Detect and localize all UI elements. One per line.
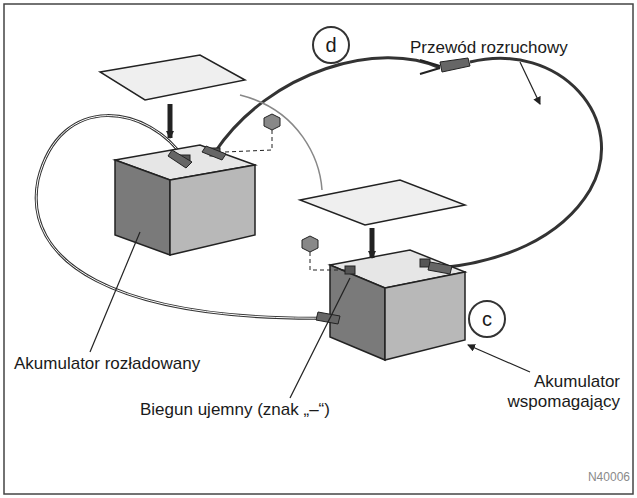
down-arrow bbox=[168, 104, 173, 138]
figure-code: N40006 bbox=[570, 470, 630, 484]
battery-front bbox=[385, 272, 465, 360]
clamp-jaw bbox=[420, 60, 440, 74]
leader-line bbox=[290, 278, 350, 398]
callout-letter: c bbox=[482, 308, 492, 331]
cable-clamp bbox=[202, 146, 226, 160]
terminal-cover bbox=[300, 180, 465, 225]
part-label: Akumulator rozładowany bbox=[14, 354, 294, 374]
battery-side bbox=[330, 265, 385, 360]
battery-side bbox=[115, 160, 170, 255]
cable-clamp bbox=[168, 150, 192, 168]
leader-line bbox=[90, 232, 140, 352]
battery-front bbox=[170, 165, 255, 255]
dashed-leader bbox=[225, 130, 272, 152]
part-label: Biegun ujemny (znak „–“) bbox=[140, 400, 440, 420]
cable-highlight bbox=[36, 116, 335, 319]
callout-letter: d bbox=[325, 34, 336, 57]
terminal-cover bbox=[100, 55, 245, 100]
cable-clamp bbox=[428, 262, 452, 274]
part-label: Przewód rozruchowy bbox=[410, 38, 620, 58]
leader-line bbox=[520, 62, 540, 104]
battery-terminal bbox=[420, 259, 430, 267]
jumper-cable bbox=[440, 58, 602, 268]
frame bbox=[4, 4, 633, 494]
down-arrow bbox=[370, 228, 375, 258]
jumper-cable bbox=[215, 58, 440, 152]
part-label: Akumulator wspomagający bbox=[500, 372, 620, 413]
cable-clamp bbox=[440, 58, 470, 72]
jumper-cable bbox=[36, 116, 335, 319]
callout-circle: d bbox=[312, 26, 350, 64]
dashed-leader bbox=[310, 252, 345, 270]
leader-line bbox=[468, 345, 530, 372]
bolt bbox=[264, 114, 280, 130]
battery-terminal bbox=[345, 266, 355, 274]
callout-circle: c bbox=[468, 300, 506, 338]
bolt bbox=[302, 236, 318, 252]
